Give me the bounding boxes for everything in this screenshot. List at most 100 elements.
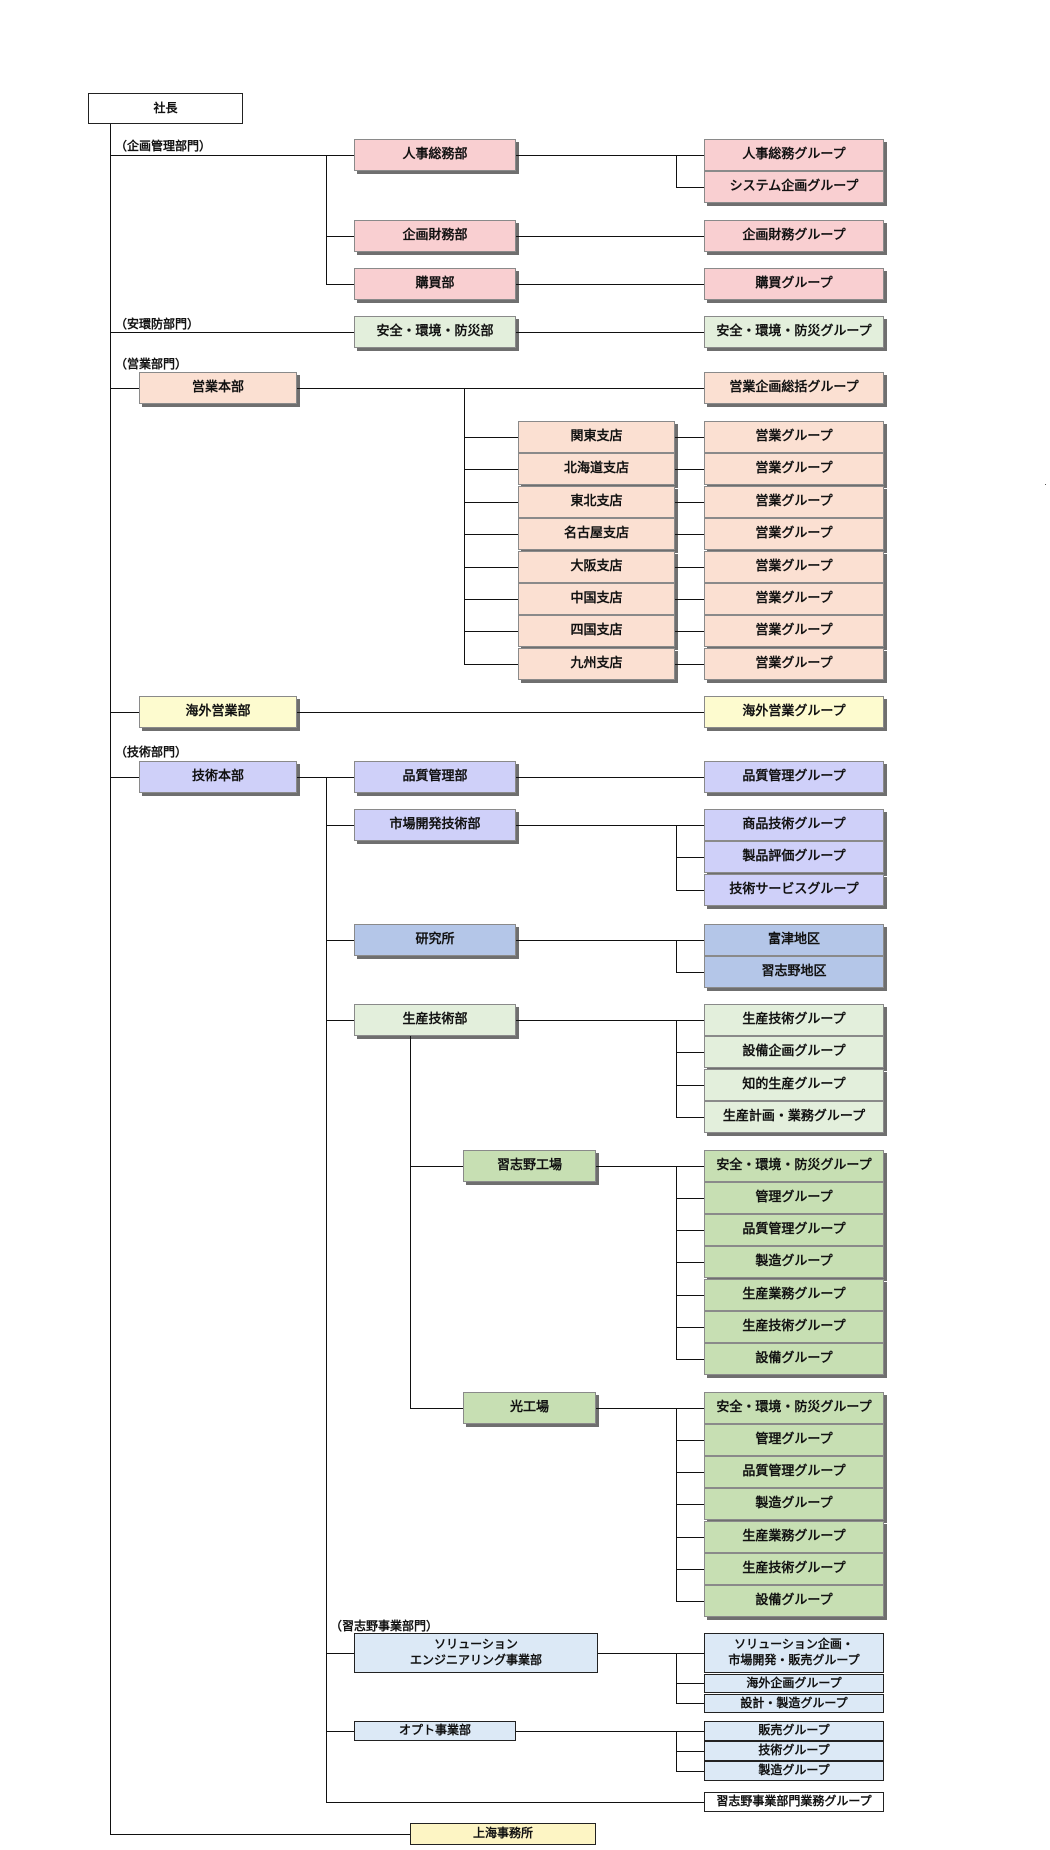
group-hikari-4: 製造グループ xyxy=(704,1488,884,1520)
connector-line xyxy=(676,187,704,188)
group-hikari-6: 生産技術グループ xyxy=(704,1553,884,1585)
president-box: 社長 xyxy=(88,93,243,124)
group-eigyo-branch-2: 営業グループ xyxy=(704,453,884,485)
connector-line xyxy=(516,825,704,826)
group-opto-2: 技術グループ xyxy=(704,1741,884,1761)
dept-anzen: 安全・環境・防災部 xyxy=(354,316,516,348)
connector-line xyxy=(410,1036,411,1408)
connector-line xyxy=(516,1731,704,1732)
connector-line xyxy=(675,599,704,600)
group-solution-3: 設計・製造グループ xyxy=(704,1694,884,1713)
connector-line xyxy=(110,777,139,778)
connector-line xyxy=(676,1731,704,1732)
connector-line xyxy=(110,388,139,389)
connector-line xyxy=(110,712,139,713)
connector-line xyxy=(676,1295,704,1296)
connector-line xyxy=(326,1731,354,1732)
stray-dot xyxy=(1045,484,1046,485)
group-kenkyu-1: 富津地区 xyxy=(704,924,884,956)
division-label-narashino: （習志野事業部門） xyxy=(330,1619,439,1633)
connector-line xyxy=(676,1359,704,1360)
dept-opto: オプト事業部 xyxy=(354,1721,516,1741)
connector-line xyxy=(676,1569,704,1570)
connector-line xyxy=(676,1472,704,1473)
group-kikaku-zaimu: 企画財務グループ xyxy=(704,220,884,252)
connector-line xyxy=(516,155,704,156)
group-solution-1: ソリューション企画・ 市場開発・販売グループ xyxy=(704,1633,884,1673)
division-label-sales: （営業部門） xyxy=(115,357,188,371)
dept-gijutsu-honbu: 技術本部 xyxy=(139,761,297,793)
connector-line xyxy=(596,1408,704,1409)
factory-narashino: 習志野工場 xyxy=(463,1150,596,1182)
connector-line xyxy=(676,1653,677,1703)
connector-line xyxy=(110,155,354,156)
group-system-kikaku: システム企画グループ xyxy=(704,171,884,203)
dept-eigyo-honbu: 営業本部 xyxy=(139,372,297,404)
connector-line xyxy=(675,631,704,632)
group-shijo-3: 技術サービスグループ xyxy=(704,874,884,906)
group-kaigai-eigyo: 海外営業グループ xyxy=(704,696,884,728)
group-narashino-gyomu: 習志野事業部門業務グループ xyxy=(704,1792,884,1812)
dept-jinji-somu: 人事総務部 xyxy=(354,139,516,171)
group-eigyo-branch-1: 営業グループ xyxy=(704,421,884,453)
connector-line xyxy=(676,1537,704,1538)
group-solution-2: 海外企画グループ xyxy=(704,1674,884,1693)
connector-line xyxy=(676,155,677,187)
office-shanghai: 上海事務所 xyxy=(410,1823,596,1845)
group-seisan-1: 生産技術グループ xyxy=(704,1004,884,1036)
connector-line xyxy=(464,631,518,632)
group-shijo-1: 商品技術グループ xyxy=(704,809,884,841)
dept-hinshitsu-kanri: 品質管理部 xyxy=(354,761,516,793)
connector-line xyxy=(326,777,327,1802)
branch-1: 関東支店 xyxy=(518,421,675,453)
group-hinshitsu-kanri: 品質管理グループ xyxy=(704,761,884,793)
connector-line xyxy=(676,890,704,891)
group-seisan-4: 生産計画・業務グループ xyxy=(704,1101,884,1133)
group-hikari-7: 設備グループ xyxy=(704,1585,884,1617)
branch-4: 名古屋支店 xyxy=(518,518,675,550)
connector-line xyxy=(516,284,704,285)
division-label-tech: （技術部門） xyxy=(115,745,188,759)
group-hikari-3: 品質管理グループ xyxy=(704,1456,884,1488)
connector-line xyxy=(676,1117,704,1118)
connector-line xyxy=(675,437,704,438)
group-kenkyu-2: 習志野地区 xyxy=(704,956,884,988)
division-label-planning: （企画管理部門） xyxy=(115,139,212,153)
dept-shijo-kaihatsu: 市場開発技術部 xyxy=(354,809,516,841)
connector-line xyxy=(464,469,518,470)
connector-line xyxy=(297,712,704,713)
connector-line xyxy=(464,664,518,665)
connector-line xyxy=(516,236,704,237)
connector-line xyxy=(675,567,704,568)
group-seisan-2: 設備企画グループ xyxy=(704,1036,884,1068)
connector-line xyxy=(596,1166,704,1167)
connector-line xyxy=(297,777,354,778)
dept-solution-engineering: ソリューション エンジニアリング事業部 xyxy=(354,1633,598,1673)
connector-line xyxy=(676,1771,704,1772)
group-opto-1: 販売グループ xyxy=(704,1721,884,1741)
connector-line xyxy=(676,1198,704,1199)
connector-line xyxy=(326,1802,704,1803)
connector-line xyxy=(676,1262,704,1263)
connector-line xyxy=(675,469,704,470)
dept-kobai: 購買部 xyxy=(354,268,516,300)
connector-line xyxy=(676,1751,704,1752)
group-narashino-3: 品質管理グループ xyxy=(704,1214,884,1246)
connector-line xyxy=(464,567,518,568)
group-narashino-7: 設備グループ xyxy=(704,1343,884,1375)
group-opto-3: 製造グループ xyxy=(704,1761,884,1781)
connector-line xyxy=(516,1020,704,1021)
connector-line xyxy=(676,1166,704,1167)
connector-line xyxy=(676,1504,704,1505)
connector-line xyxy=(676,1408,704,1409)
group-hikari-2: 管理グループ xyxy=(704,1424,884,1456)
group-hikari-5: 生産業務グループ xyxy=(704,1521,884,1553)
connector-line xyxy=(676,1601,704,1602)
connector-line xyxy=(676,940,677,972)
connector-line xyxy=(464,534,518,535)
branch-5: 大阪支店 xyxy=(518,551,675,583)
connector-line xyxy=(326,236,354,237)
connector-line xyxy=(676,1085,704,1086)
group-eigyo-kikaku: 営業企画総括グループ xyxy=(704,372,884,404)
connector-line xyxy=(676,825,704,826)
